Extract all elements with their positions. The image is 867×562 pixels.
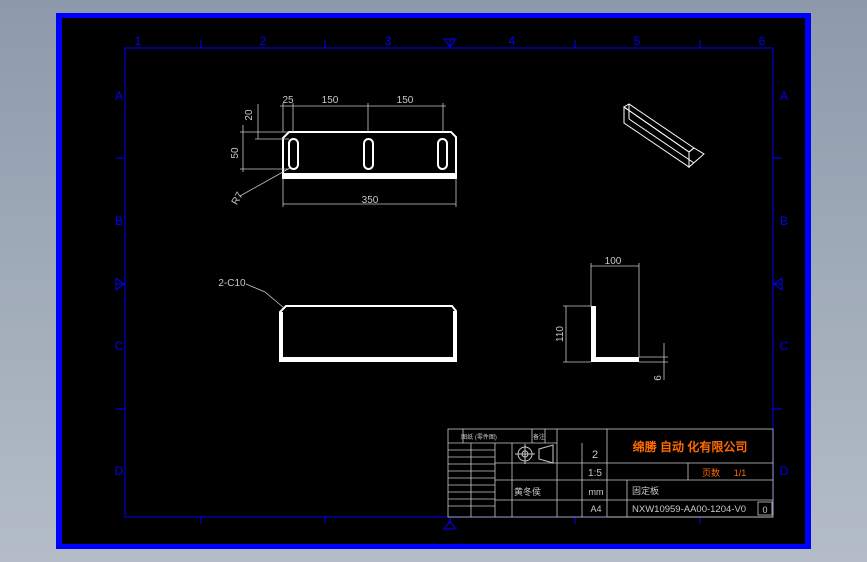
slot-left [288, 138, 299, 170]
isometric-view [623, 103, 705, 169]
col-label-1: 1 [135, 34, 142, 48]
row-labels: A B C D A B C D [115, 89, 789, 478]
row-label-c-left: C [115, 339, 124, 353]
scale: 1:5 [588, 468, 602, 479]
material: 黄冬侯 [514, 486, 541, 497]
drawing-number: NXW10959-AA00-1204-V0 [632, 504, 746, 515]
top-view-flange [283, 173, 456, 178]
title-header-1: 图纸 (零件图) [461, 433, 497, 441]
dim-350: 350 [362, 195, 379, 206]
col-label-5: 5 [634, 34, 641, 48]
row-label-b-left: B [115, 214, 123, 228]
top-view: 25 150 150 350 20 50 R7 [230, 95, 457, 207]
row-label-a-right: A [780, 89, 788, 103]
col-label-2: 2 [260, 34, 267, 48]
part-name: 固定板 [632, 485, 659, 496]
sheets-value: 1/1 [734, 468, 747, 478]
row-label-a-left: A [115, 89, 123, 103]
sheets-label: 页数 [702, 467, 720, 478]
dim-6: 6 [653, 375, 664, 381]
centering-marks [115, 38, 783, 530]
dim-25: 25 [282, 95, 294, 106]
front-view-left-edge [280, 312, 283, 361]
title-block: 图纸 (零件图) 备注 绵勝 自动 化有限公司 页数 1/1 2 1:5 mm … [447, 428, 774, 518]
slot-middle [363, 138, 374, 170]
chamfer-leader [245, 283, 285, 309]
slot-right [437, 138, 448, 170]
dim-50: 50 [230, 147, 241, 159]
dim-150-b: 150 [397, 95, 414, 106]
row-label-d-left: D [115, 464, 124, 478]
paper-size: A4 [590, 504, 601, 514]
quantity: 2 [592, 449, 598, 461]
dim-110: 110 [555, 326, 566, 342]
title-header-2: 备注 [533, 433, 545, 441]
row-label-c-right: C [780, 339, 789, 353]
front-view-outline [279, 305, 457, 362]
units: mm [589, 487, 604, 497]
col-label-3: 3 [385, 34, 392, 48]
column-labels: 1 2 3 4 5 6 [135, 34, 766, 48]
dim-100: 100 [605, 256, 622, 267]
dim-20: 20 [244, 109, 255, 121]
side-view: 100 110 6 [555, 256, 668, 381]
front-view-base [280, 357, 456, 361]
revision: 0 [762, 505, 767, 515]
company-name: 绵勝 自动 化有限公司 [633, 439, 748, 454]
front-view-right-edge [453, 311, 456, 361]
side-view-vertical-leg [591, 306, 596, 362]
chamfer-label: 2-C10 [218, 278, 246, 289]
col-label-6: 6 [759, 34, 766, 48]
row-label-b-right: B [780, 214, 788, 228]
dim-150-a: 150 [322, 95, 339, 106]
col-label-4: 4 [509, 34, 516, 48]
row-label-d-right: D [780, 464, 789, 478]
front-view: 2-C10 [218, 278, 457, 362]
side-view-horizontal-leg [591, 357, 639, 362]
dim-r7: R7 [230, 190, 246, 207]
projection-symbol-icon [515, 444, 554, 464]
